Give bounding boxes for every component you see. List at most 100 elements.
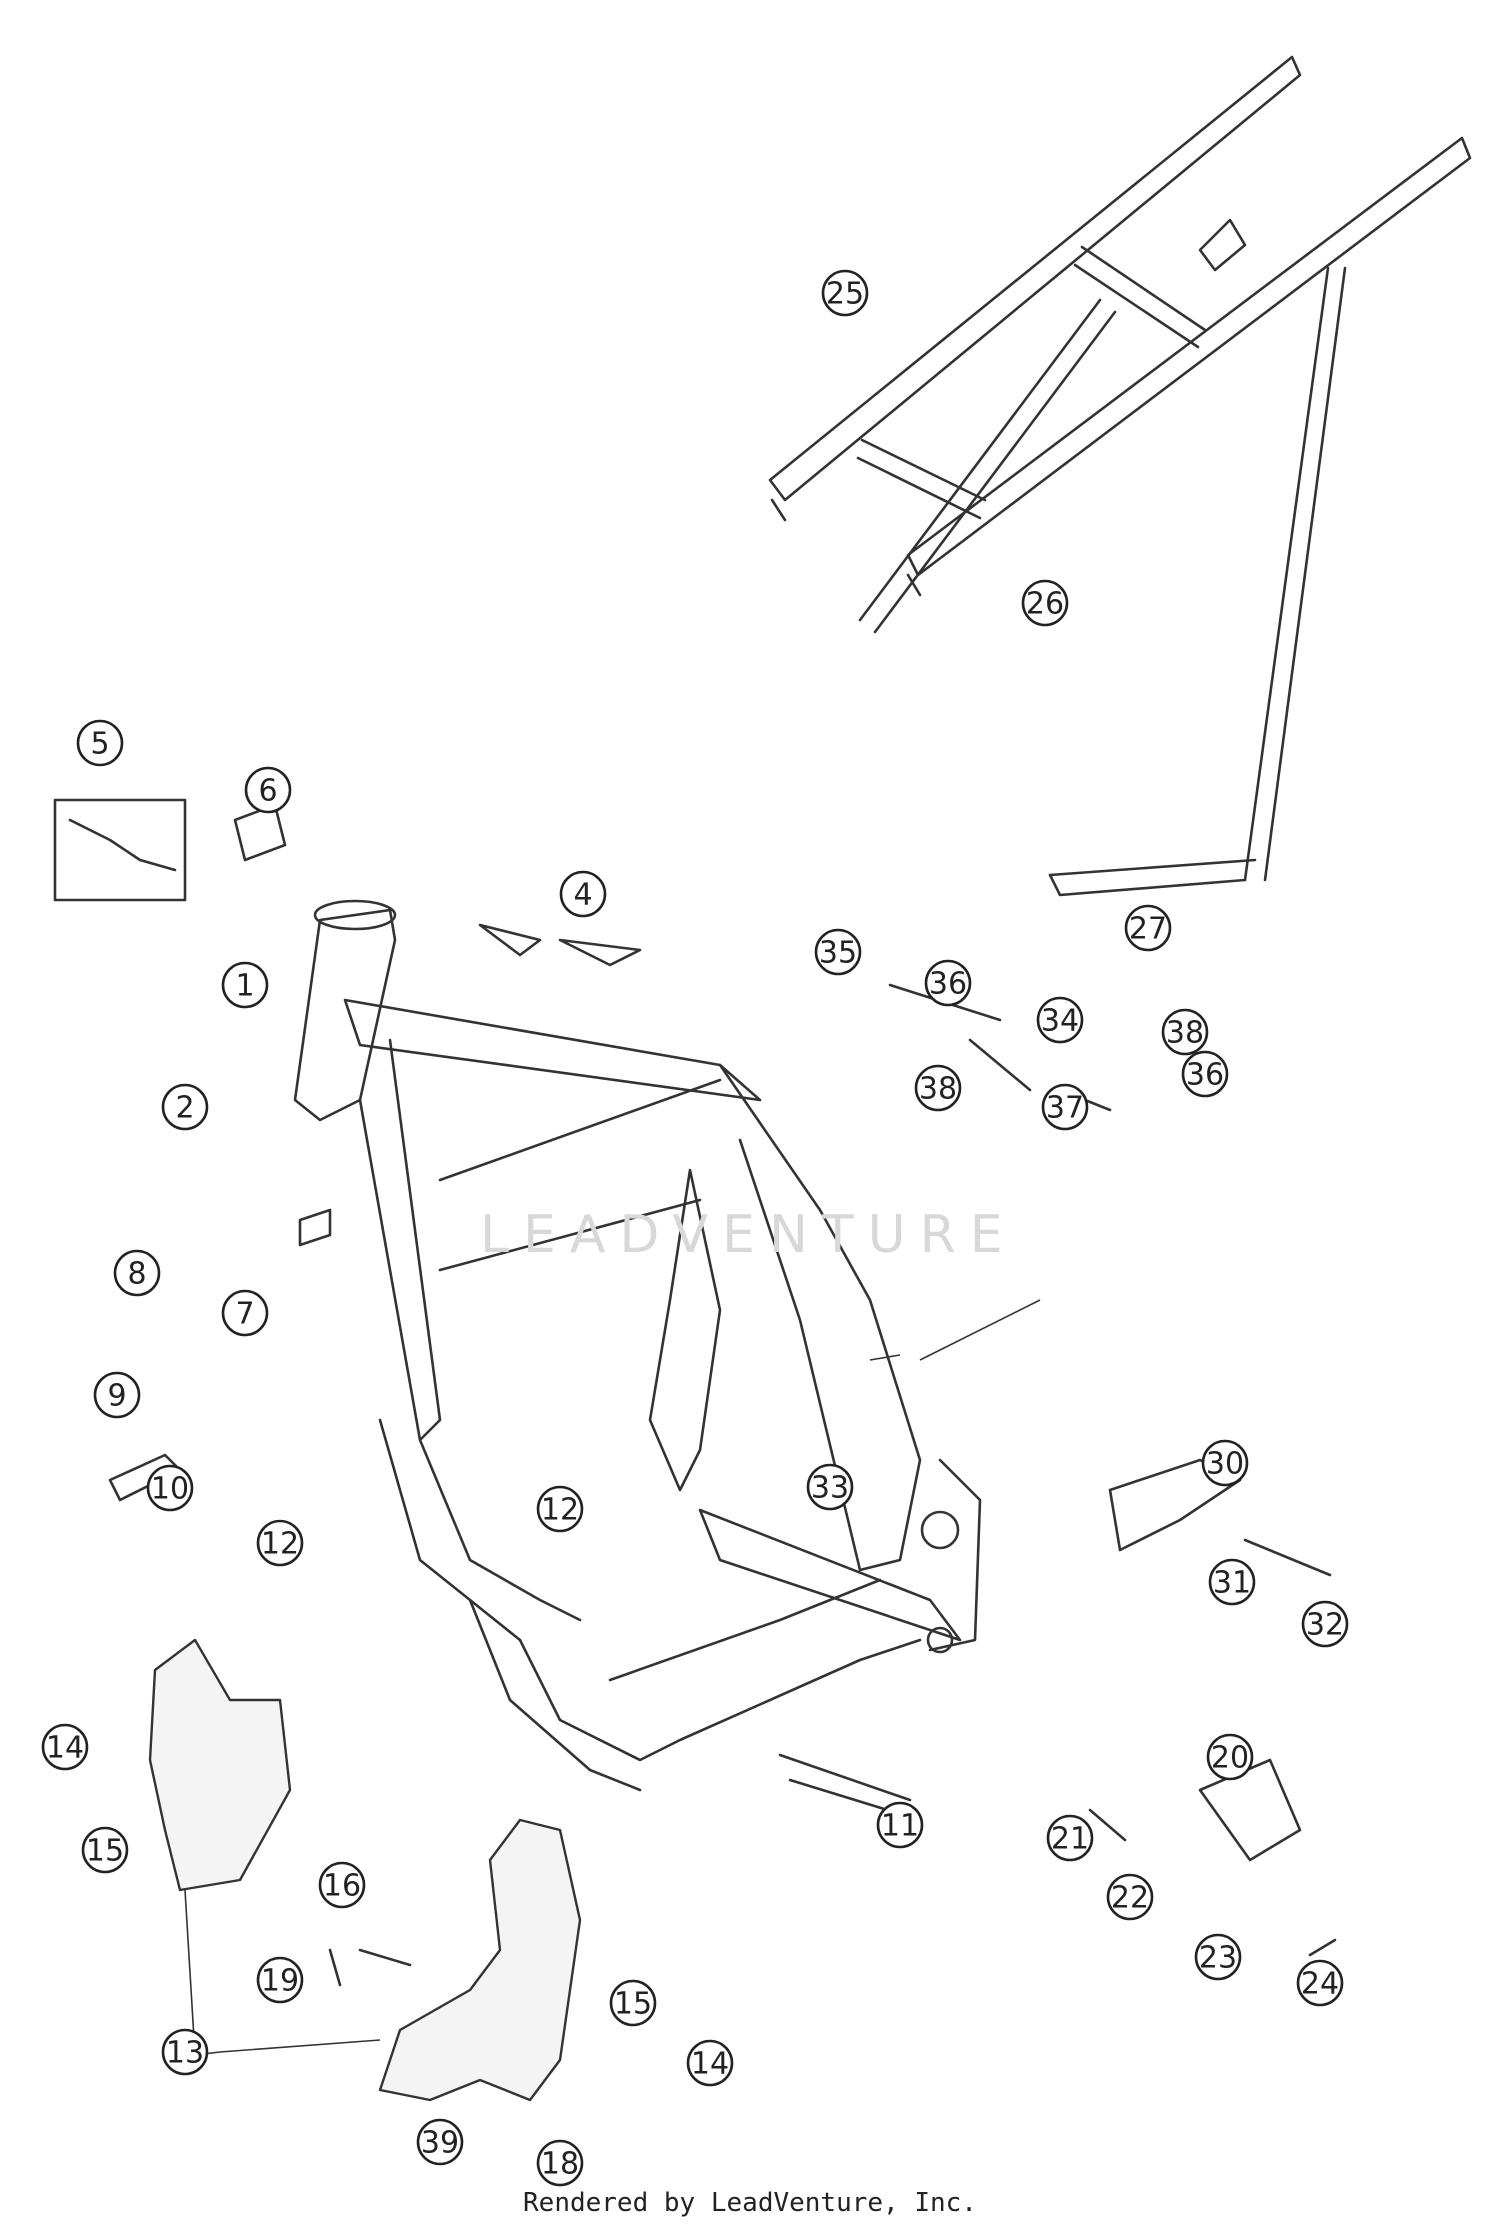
- callout-number: 4: [573, 878, 592, 913]
- part-callout-12: 12: [536, 1485, 584, 1533]
- callout-number: 15: [86, 1834, 124, 1869]
- part-callout-24: 24: [1296, 1959, 1344, 2007]
- callout-number: 2: [175, 1091, 194, 1126]
- callout-number: 24: [1301, 1967, 1339, 2002]
- callout-circle: [536, 2139, 584, 2187]
- callout-number: 14: [691, 2047, 729, 2082]
- callout-circle: [536, 1485, 584, 1533]
- part-callout-19: 19: [256, 1956, 304, 2004]
- callout-circle: [81, 1826, 129, 1874]
- callout-number: 32: [1306, 1608, 1344, 1643]
- part-callout-14: 14: [686, 2039, 734, 2087]
- callout-number: 27: [1129, 912, 1167, 947]
- callout-circle: [318, 1861, 366, 1909]
- callout-circle: [914, 1064, 962, 1112]
- callout-number: 26: [1026, 587, 1064, 622]
- callout-number: 21: [1051, 1822, 1089, 1857]
- callout-number: 11: [881, 1809, 919, 1844]
- part-callout-12: 12: [256, 1519, 304, 1567]
- callout-circle: [1046, 1814, 1094, 1862]
- callout-number: 8: [127, 1257, 146, 1292]
- callout-circle: [876, 1801, 924, 1849]
- callout-circle: [1208, 1558, 1256, 1606]
- part-callout-5: 5: [76, 719, 124, 767]
- callout-number: 35: [819, 936, 857, 971]
- callout-number: 12: [261, 1527, 299, 1562]
- callout-circle: [814, 928, 862, 976]
- callout-number: 6: [258, 774, 277, 809]
- callout-circle: [41, 1723, 89, 1771]
- callout-number: 31: [1213, 1566, 1251, 1601]
- callout-circle: [1194, 1933, 1242, 1981]
- callout-circle: [146, 1464, 194, 1512]
- part-callout-6: 6: [244, 766, 292, 814]
- part-callout-38: 38: [1161, 1008, 1209, 1056]
- part-callout-32: 32: [1301, 1600, 1349, 1648]
- callout-circle: [221, 961, 269, 1009]
- part-callout-15: 15: [609, 1979, 657, 2027]
- callout-circle: [1296, 1959, 1344, 2007]
- callout-number: 5: [90, 727, 109, 762]
- callout-number: 34: [1041, 1004, 1079, 1039]
- part-callout-16: 16: [318, 1861, 366, 1909]
- callout-circle: [93, 1371, 141, 1419]
- callout-circle: [609, 1979, 657, 2027]
- callout-circle: [1041, 1083, 1089, 1131]
- part-callout-14: 14: [41, 1723, 89, 1771]
- part-callout-25: 25: [821, 269, 869, 317]
- callout-circle: [1301, 1600, 1349, 1648]
- part-callout-7: 7: [221, 1289, 269, 1337]
- callout-circle: [76, 719, 124, 767]
- main-frame-drawing: [293, 899, 1041, 1792]
- part-callout-9: 9: [93, 1371, 141, 1419]
- callout-number: 38: [1166, 1016, 1204, 1051]
- part-callout-1: 1: [221, 961, 269, 1009]
- callout-number: 18: [541, 2147, 579, 2182]
- part-callout-20: 20: [1206, 1733, 1254, 1781]
- part-callout-15: 15: [81, 1826, 129, 1874]
- callout-number: 22: [1111, 1881, 1149, 1916]
- callout-number: 14: [46, 1731, 84, 1766]
- callout-number: 30: [1206, 1447, 1244, 1482]
- part-callout-22: 22: [1106, 1873, 1154, 1921]
- callout-circle: [924, 959, 972, 1007]
- callout-circle: [1181, 1050, 1229, 1098]
- part-callout-23: 23: [1194, 1933, 1242, 1981]
- callout-circle: [1201, 1439, 1249, 1487]
- callout-number: 13: [166, 2036, 204, 2071]
- part-callout-8: 8: [113, 1249, 161, 1297]
- callout-circle: [806, 1463, 854, 1511]
- part-callout-21: 21: [1046, 1814, 1094, 1862]
- part-callout-4: 4: [559, 870, 607, 918]
- part-callout-34: 34: [1036, 996, 1084, 1044]
- callout-number: 20: [1211, 1741, 1249, 1776]
- part-callout-2: 2: [161, 1083, 209, 1131]
- part-callout-13: 13: [161, 2028, 209, 2076]
- callout-circle: [161, 1083, 209, 1131]
- part-callout-36: 36: [924, 959, 972, 1007]
- callout-circle: [686, 2039, 734, 2087]
- callout-number: 1: [235, 969, 254, 1004]
- part-callout-26: 26: [1021, 579, 1069, 627]
- callout-circle: [1124, 904, 1172, 952]
- part-callout-30: 30: [1201, 1439, 1249, 1487]
- callout-number: 16: [323, 1869, 361, 1904]
- callout-circle: [256, 1956, 304, 2004]
- callout-circle: [1036, 996, 1084, 1044]
- callout-circle: [113, 1249, 161, 1297]
- part-callout-31: 31: [1208, 1558, 1256, 1606]
- callout-circle: [256, 1519, 304, 1567]
- callout-number: 10: [151, 1472, 189, 1507]
- footer-credit: Rendered by LeadVenture, Inc.: [523, 2188, 977, 2218]
- part-callout-36: 36: [1181, 1050, 1229, 1098]
- callout-number: 19: [261, 1964, 299, 1999]
- part-callout-38: 38: [914, 1064, 962, 1112]
- callout-circle: [559, 870, 607, 918]
- callout-circle: [1206, 1733, 1254, 1781]
- callout-number: 23: [1199, 1941, 1237, 1976]
- callout-number: 15: [614, 1987, 652, 2022]
- callout-number: 7: [235, 1297, 254, 1332]
- callout-number: 25: [826, 277, 864, 312]
- callout-circle: [416, 2118, 464, 2166]
